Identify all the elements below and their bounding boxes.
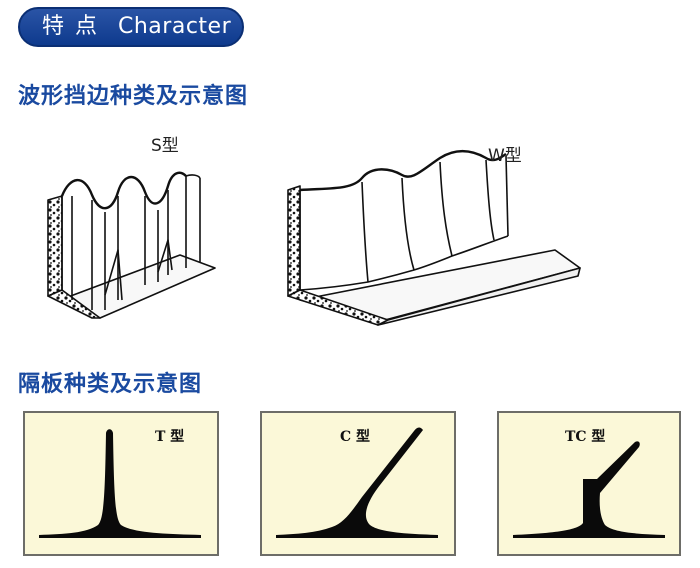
c-type-label: C 型 [340,429,371,445]
character-badge: 特点 Character [18,7,244,47]
character-cn-label: 特点 [42,14,109,39]
cleat-heading: 隔板种类及示意图 [18,372,203,397]
t-type-cleat-panel: T 型 [23,411,219,556]
c-type-cleat-panel: C 型 [260,411,456,556]
w-type-sidewall-figure [287,150,581,326]
tc-type-cleat-shape [513,441,665,538]
t-type-label: T 型 [155,429,185,445]
w-type-label: W型 [488,146,522,166]
tc-type-cleat-panel: TC 型 [497,411,681,556]
character-en-label: Character [118,14,232,39]
sidewall-heading: 波形挡边种类及示意图 [18,84,249,109]
s-type-label: S型 [151,136,179,156]
c-type-cleat-shape [276,427,438,538]
tc-type-label: TC 型 [565,429,606,445]
t-type-cleat-shape [39,429,201,538]
s-type-sidewall-figure [47,171,216,319]
